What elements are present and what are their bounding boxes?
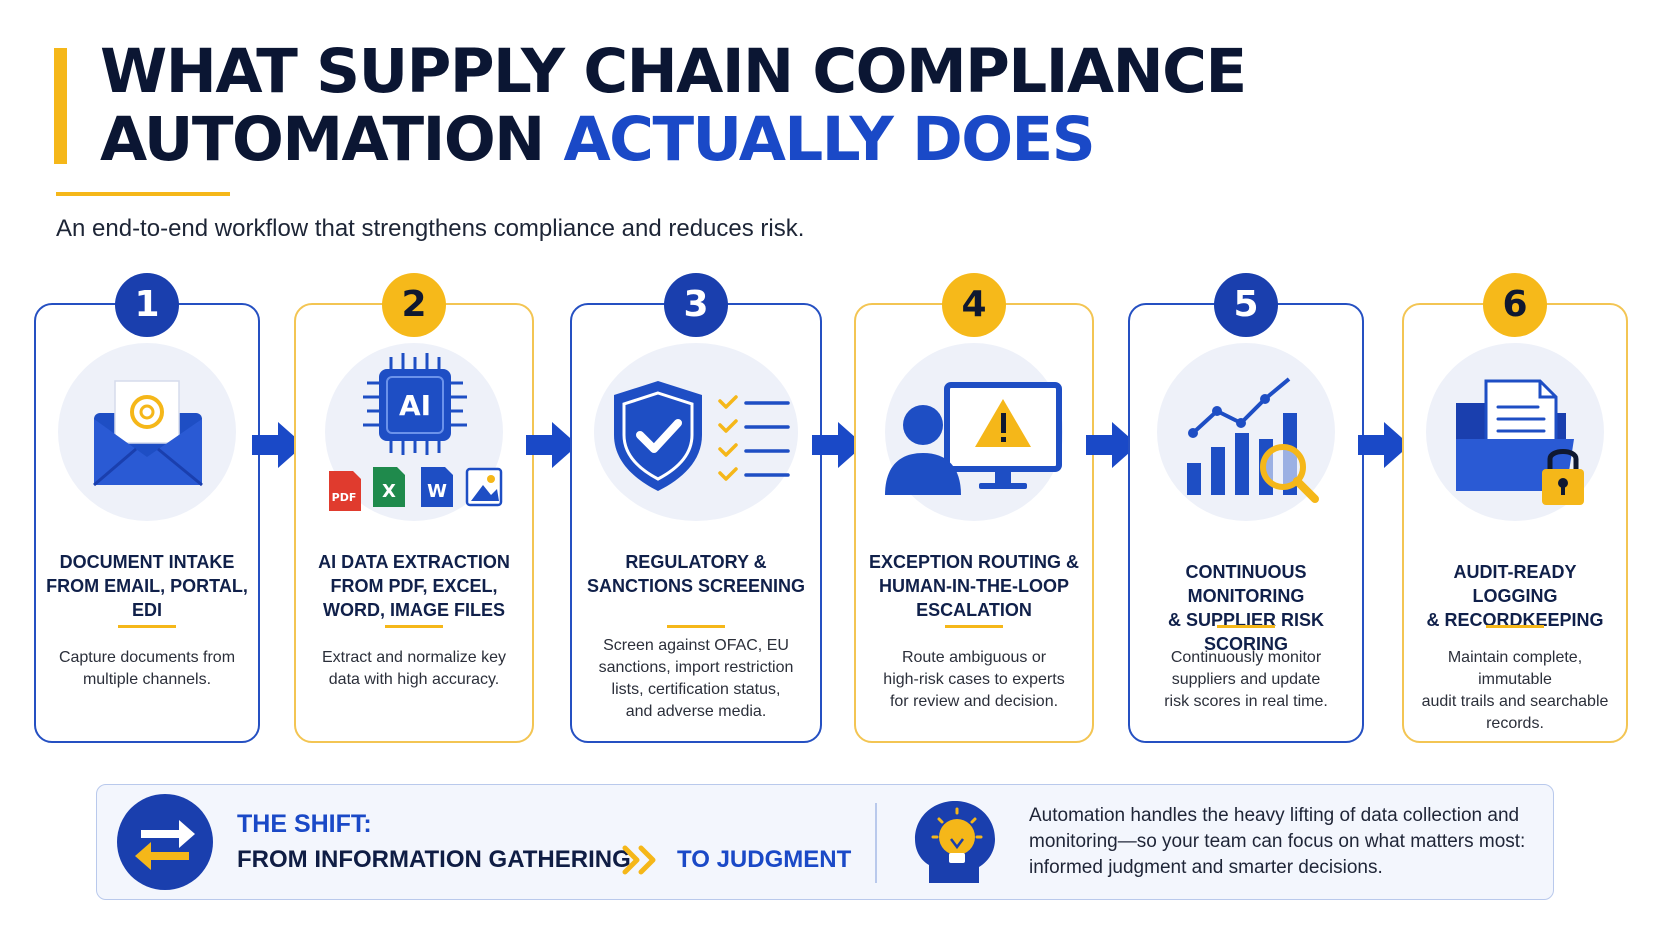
step-title: AI DATA EXTRACTION FROM PDF, EXCEL, WORD… xyxy=(318,552,510,620)
flow-arrow-icon xyxy=(812,422,864,468)
flow-arrow-icon xyxy=(252,422,304,468)
step-card-4: 4 EXCEPTION ROUTING & HUMAN-IN-THE-LOOP … xyxy=(854,273,1094,743)
step-card-5: 5 CONTINUOUS MONITORING & SUPPLIER RISK … xyxy=(1128,273,1364,743)
shift-from-text: FROM INFORMATION GATHERING xyxy=(237,846,631,873)
step-description: Continuously monitor suppliers and updat… xyxy=(1164,649,1328,710)
card-divider xyxy=(945,625,1003,628)
person-monitor-alert-icon xyxy=(885,382,1062,495)
swap-arrows-icon xyxy=(117,794,213,890)
shift-description: Automation handles the heavy lifting of … xyxy=(1029,805,1526,878)
step-title: AUDIT-READY LOGGING & RECORDKEEPING xyxy=(1426,562,1604,630)
title-line-1: WHAT SUPPLY CHAIN COMPLIANCE xyxy=(100,36,1247,107)
step-title: DOCUMENT INTAKE FROM EMAIL, PORTAL, EDI xyxy=(46,552,248,620)
shift-to-text: TO JUDGMENT xyxy=(677,846,852,873)
step-description: Extract and normalize key data with high… xyxy=(321,649,507,688)
icon-background xyxy=(1157,343,1335,521)
flow-arrow-icon xyxy=(526,422,578,468)
icon-background xyxy=(1426,343,1604,521)
title-line-2: AUTOMATION xyxy=(100,104,564,175)
step-title: CONTINUOUS MONITORING & SUPPLIER RISK SC… xyxy=(1167,562,1325,654)
icon-background xyxy=(885,343,1063,521)
step-number-badge: 4 xyxy=(942,273,1006,337)
image-file-icon xyxy=(465,467,503,507)
step-title: REGULATORY & SANCTIONS SCREENING xyxy=(586,552,806,596)
card-divider xyxy=(667,625,725,628)
pdf-file-icon: PDF xyxy=(329,471,361,511)
step-card-6: 6 AUDIT-READY LOGGING & RECORDKEEPING Ma… xyxy=(1402,273,1628,743)
title-underline xyxy=(56,192,230,196)
chip-label: AI xyxy=(399,389,431,422)
excel-file-icon: X xyxy=(373,467,405,507)
icon-background: AI PDF X W xyxy=(325,343,503,521)
chart-magnifier-icon xyxy=(1187,377,1319,503)
shift-panel: THE SHIFT: FROM INFORMATION GATHERING TO… xyxy=(96,784,1554,900)
card-divider xyxy=(1217,625,1275,628)
step-number-badge: 1 xyxy=(115,273,179,337)
step-number-badge: 6 xyxy=(1483,273,1547,337)
title-accent-text: ACTUALLY DOES xyxy=(563,104,1095,175)
svg-text:W: W xyxy=(427,481,447,502)
page-subtitle: An end-to-end workflow that strengthens … xyxy=(56,215,805,242)
panel-divider xyxy=(875,803,877,883)
card-divider xyxy=(1486,625,1544,628)
card-divider xyxy=(118,625,176,628)
svg-text:X: X xyxy=(382,481,396,502)
flow-arrow-icon xyxy=(1358,422,1410,468)
folder-lock-icon xyxy=(1456,379,1584,505)
page-title: WHAT SUPPLY CHAIN COMPLIANCE AUTOMATION … xyxy=(100,36,1247,175)
step-description: Maintain complete, immutable audit trail… xyxy=(1421,649,1609,732)
icon-background xyxy=(594,343,798,521)
email-envelope-icon xyxy=(93,380,203,487)
card-divider xyxy=(385,625,443,628)
word-file-icon: W xyxy=(421,467,453,507)
step-description: Route ambiguous or high-risk cases to ex… xyxy=(883,649,1065,710)
step-description: Capture documents from multiple channels… xyxy=(58,649,236,688)
ai-chip-icon: AI PDF X W xyxy=(329,353,503,511)
step-number-badge: 5 xyxy=(1214,273,1278,337)
shift-label: THE SHIFT: xyxy=(237,810,372,838)
double-chevron-icon xyxy=(622,845,656,875)
head-lightbulb-icon xyxy=(915,801,995,883)
step-card-3: 3 REGULATORY & SANCTIONS SCREENING Scree… xyxy=(570,273,822,743)
shield-check-icon xyxy=(614,381,790,491)
flow-arrow-icon xyxy=(1086,422,1138,468)
svg-text:PDF: PDF xyxy=(332,491,357,504)
step-card-2: 2 AI PDF X W xyxy=(294,273,534,743)
step-number-badge: 2 xyxy=(382,273,446,337)
step-description: Screen against OFAC, EU sanctions, impor… xyxy=(598,637,794,720)
step-title: EXCEPTION ROUTING & HUMAN-IN-THE-LOOP ES… xyxy=(868,552,1079,620)
step-number-badge: 3 xyxy=(664,273,728,337)
step-card-1: 1 DOCUMENT INTAKE FROM EMAIL, PORTAL, ED… xyxy=(34,273,260,743)
title-accent-bar xyxy=(54,48,67,164)
icon-background xyxy=(58,343,236,521)
